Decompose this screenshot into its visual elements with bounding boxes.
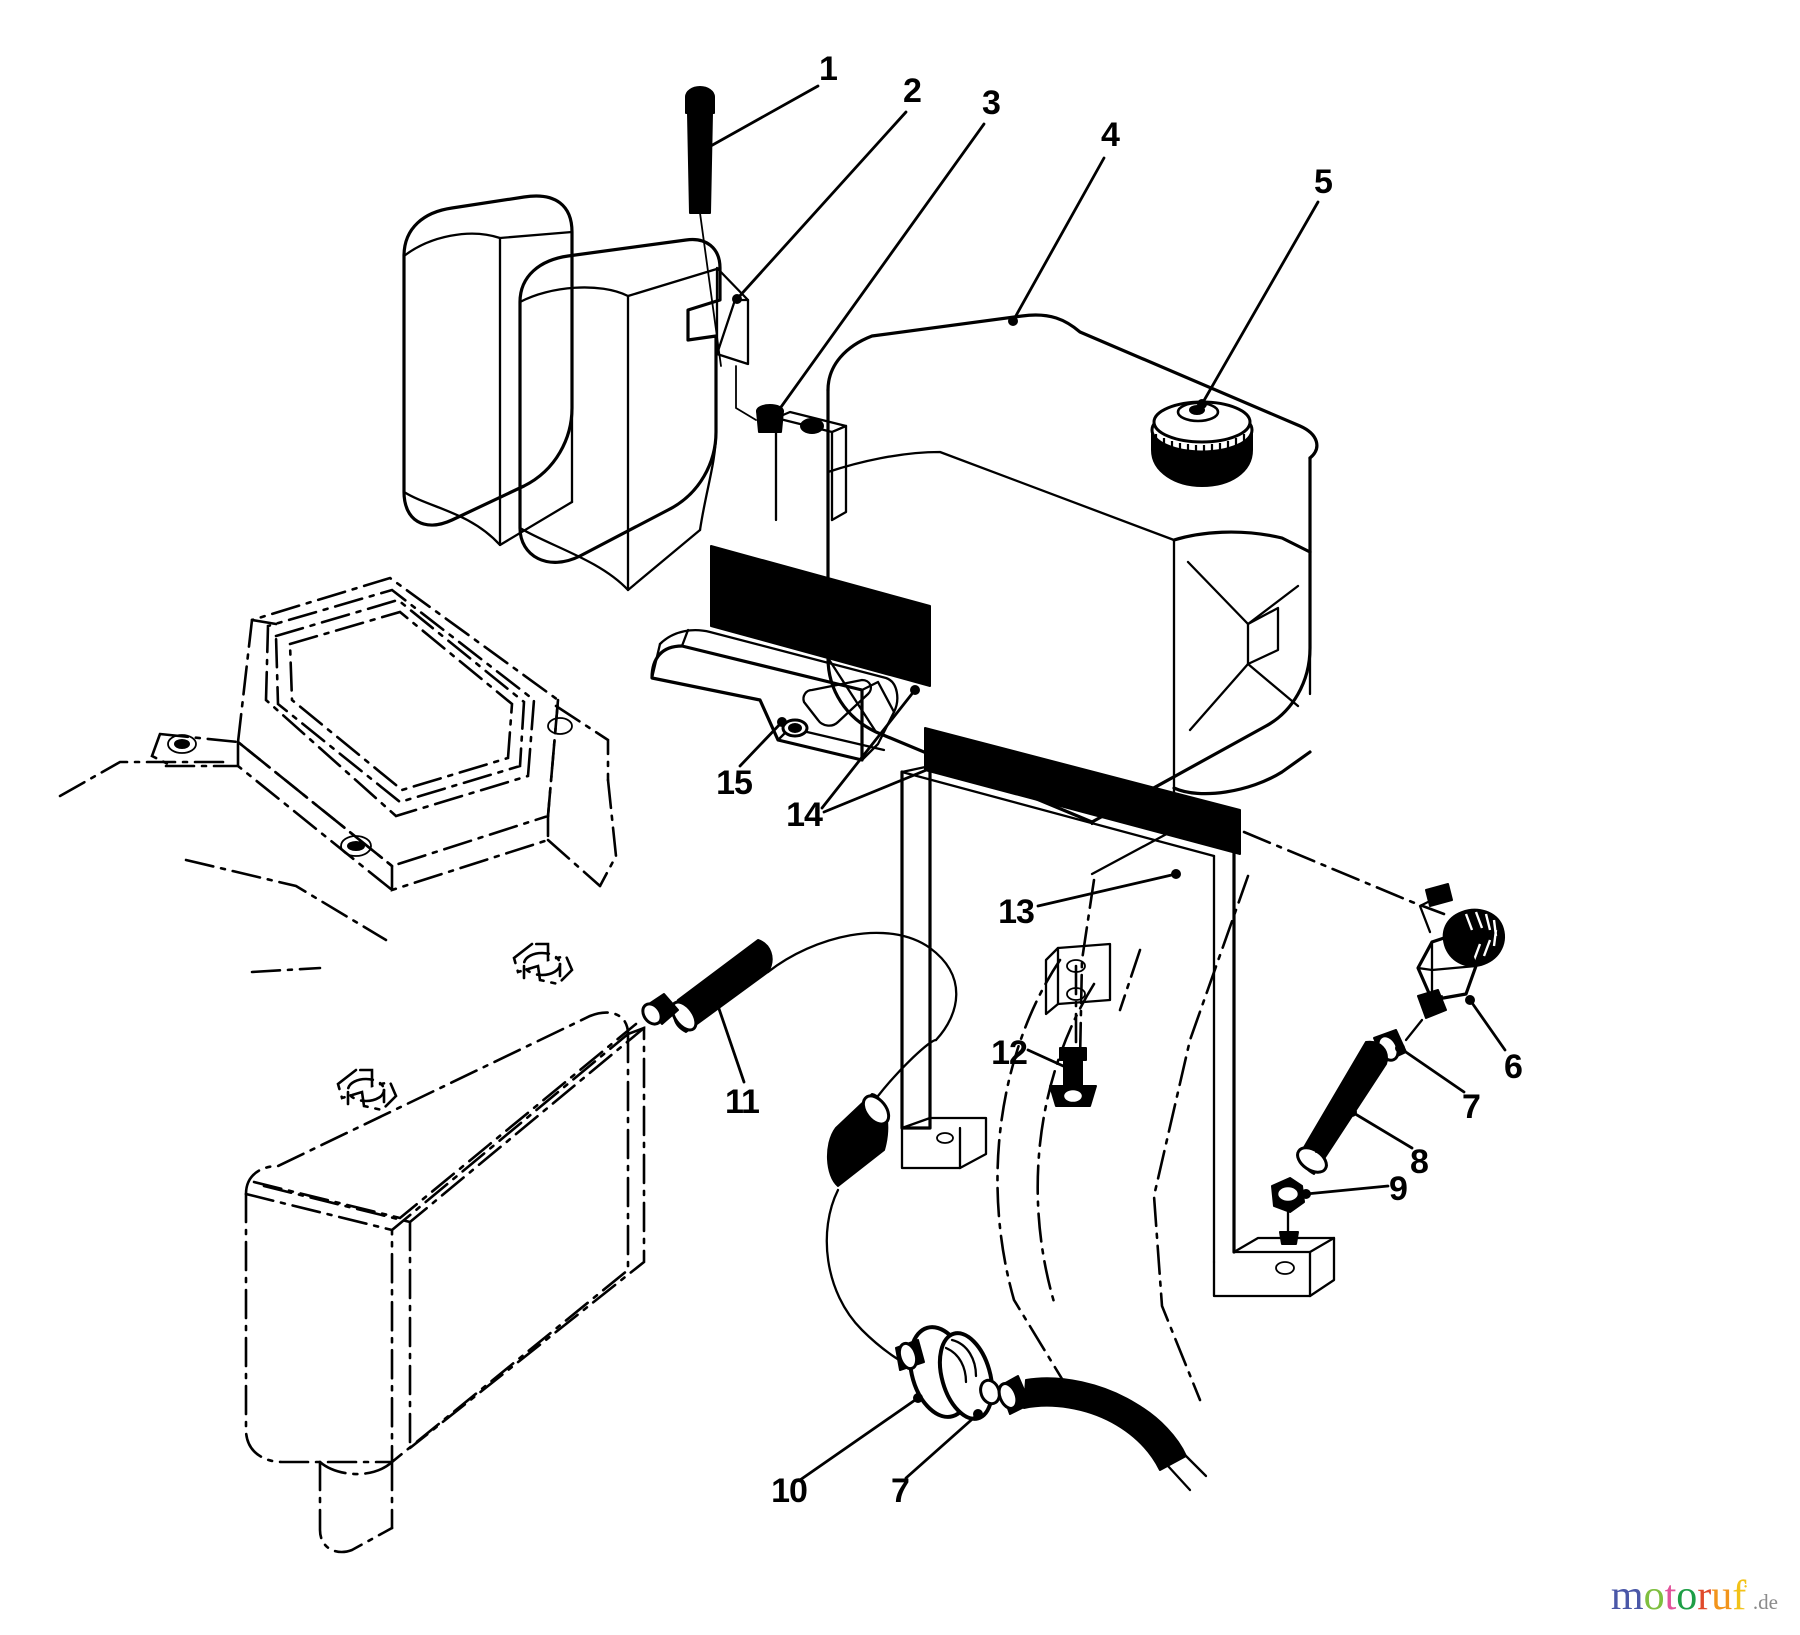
callout-number-5: 5 — [1314, 163, 1332, 201]
callout-leader-lines — [695, 84, 1507, 1482]
battery-cap-right — [512, 942, 574, 986]
fuel-line-part-11 — [641, 931, 958, 1042]
muffler-shield-rear — [402, 194, 574, 547]
callout-number-7-second: 7 — [891, 1472, 909, 1510]
callout-number-10: 10 — [771, 1472, 807, 1510]
callout-number-13: 13 — [998, 893, 1034, 931]
support-bracket-part-15 — [650, 628, 899, 762]
callout-numbers: 1 2 3 4 5 6 7 8 9 10 11 12 13 14 15 7 — [716, 50, 1523, 1510]
fuel-hose-part-8 — [1296, 1040, 1388, 1175]
callout-number-15: 15 — [716, 764, 752, 802]
watermark-letter-f: f — [1732, 1573, 1747, 1619]
callout-number-4: 4 — [1101, 116, 1120, 154]
watermark-letter-o1: o — [1643, 1573, 1665, 1619]
bolt-part-1 — [685, 86, 722, 367]
fuel-tank-cap-part-5 — [1150, 400, 1254, 487]
anti-vibration-pad-upper-part-14 — [710, 545, 931, 687]
watermark-letter-o2: o — [1676, 1573, 1698, 1619]
callout-number-8: 8 — [1410, 1143, 1428, 1181]
watermark-letter-m: m — [1610, 1573, 1644, 1619]
watermark-letter-r: r — [1697, 1573, 1712, 1619]
watermark-dot-icon: · — [1742, 1576, 1749, 1598]
callout-number-2: 2 — [903, 72, 921, 110]
motoruf-watermark: motoruf·.de — [1611, 1575, 1778, 1617]
callout-number-11: 11 — [725, 1083, 759, 1121]
battery-box-reference — [244, 942, 646, 1554]
fuel-shutoff-valve-part-6 — [1416, 883, 1505, 1019]
anti-vibration-pad-lower-part-14 — [924, 727, 1241, 855]
air-cleaner-housing-reference — [150, 576, 610, 892]
callout-number-6: 6 — [1504, 1048, 1522, 1086]
clip-nut-part-9 — [1271, 1177, 1305, 1245]
fuel-tank-part-4 — [826, 313, 1319, 876]
callout-number-1: 1 — [819, 50, 837, 88]
fuel-line-to-filter — [825, 1038, 938, 1372]
callout-number-7: 7 — [1462, 1088, 1480, 1126]
callout-number-9: 9 — [1389, 1170, 1407, 1208]
callout-number-14: 14 — [786, 796, 823, 834]
muffler-shield-front — [518, 237, 848, 592]
hose-clamp-and-outlet-hose — [997, 1375, 1208, 1492]
watermark-letter-t: t — [1664, 1573, 1677, 1619]
callout-number-12: 12 — [991, 1034, 1027, 1072]
watermark-suffix: .de — [1752, 1590, 1778, 1614]
mower-deck-reference-outline — [58, 760, 1446, 1402]
battery-cap-left — [336, 1068, 398, 1112]
callout-number-3: 3 — [982, 84, 1000, 122]
watermark-letter-u: u — [1711, 1573, 1733, 1619]
